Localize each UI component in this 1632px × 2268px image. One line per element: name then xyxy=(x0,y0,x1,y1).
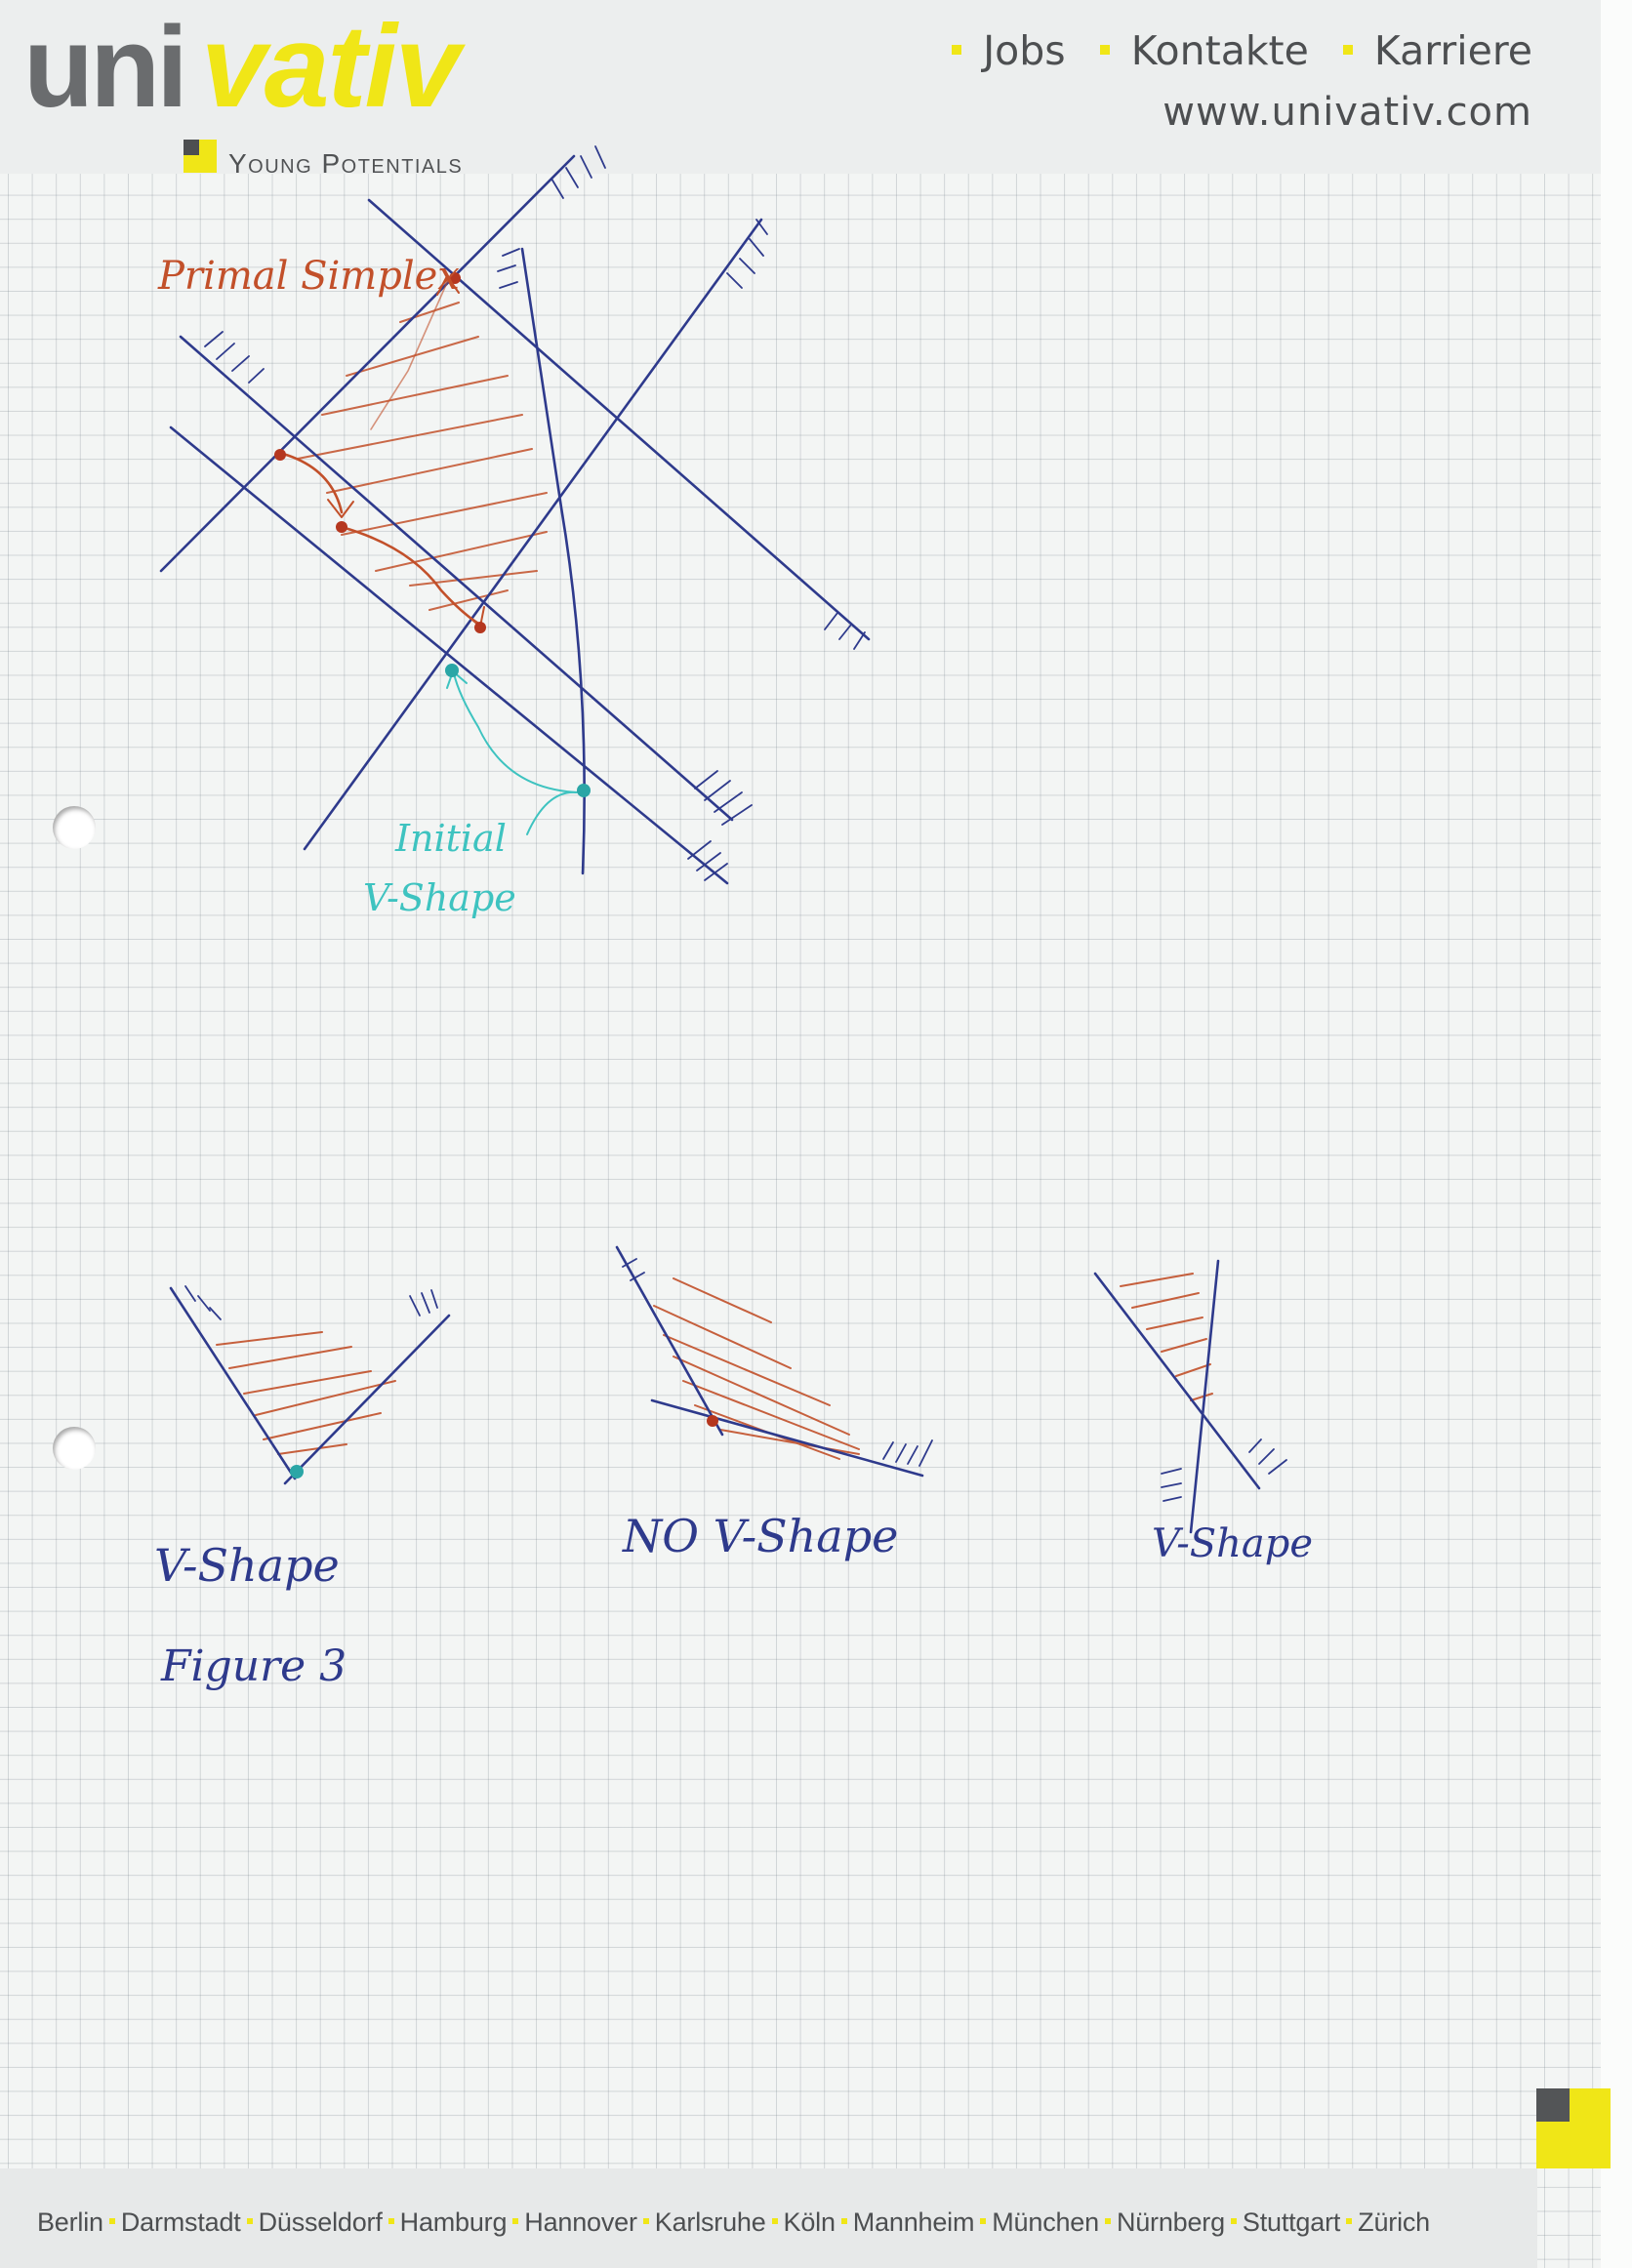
bullet-dot-icon xyxy=(246,2218,253,2225)
bullet-dot-icon xyxy=(642,2218,649,2225)
v-shape-left-hatching xyxy=(216,1331,396,1455)
logo-text-vativ: vativ xyxy=(201,1,461,132)
bullet-dot-icon xyxy=(1346,2218,1353,2225)
v-shape-right-hatch-marks xyxy=(1161,1438,1287,1502)
header-nav: Jobs Kontakte Karriere xyxy=(930,27,1532,74)
bullet-dot-icon xyxy=(108,2218,115,2225)
city-list: Berlin Darmstadt Düsseldorf Hamburg Hannover… xyxy=(37,2207,1430,2238)
bullet-dot-icon xyxy=(980,2218,987,2225)
no-v-shape-lines xyxy=(615,1245,924,1478)
v-shape-left-hatch-marks xyxy=(184,1285,438,1320)
label-figure: Figure 3 xyxy=(160,1641,347,1691)
label-primal-simplex: Primal Simplex xyxy=(157,254,460,299)
constraint-hatch-marks xyxy=(204,145,866,881)
city-item: Köln xyxy=(783,2207,836,2237)
label-v-shape-left: V-Shape xyxy=(154,1539,340,1592)
letterhead-footer xyxy=(0,2168,1537,2268)
feasible-region-hatching xyxy=(297,302,548,611)
label-initial-line2: V-Shape xyxy=(363,876,516,919)
city-item: Darmstadt xyxy=(120,2207,241,2237)
city-item: Düsseldorf xyxy=(258,2207,383,2237)
city-item: Karlsruhe xyxy=(654,2207,766,2237)
letterhead: uni vativ Young Potentials Jobs Kontakte… xyxy=(0,0,1601,179)
bullet-dot-icon xyxy=(512,2218,519,2225)
city-item: Nürnberg xyxy=(1116,2207,1225,2237)
logo-text-uni: uni xyxy=(23,3,188,132)
initial-v-vertices xyxy=(445,664,591,797)
no-v-shape-vertex xyxy=(707,1415,718,1427)
bullet-square-icon xyxy=(1342,45,1353,55)
v-shape-right-hatching xyxy=(1120,1273,1213,1401)
bullet-dot-icon xyxy=(840,2218,847,2225)
v-shape-left-vertex xyxy=(290,1465,304,1478)
city-item: München xyxy=(992,2207,1099,2237)
city-item: Zürich xyxy=(1358,2207,1430,2237)
handwritten-labels: Primal Simplex Initial V-Shape V-Shape N… xyxy=(154,254,1313,1691)
simplex-vertices xyxy=(274,272,486,633)
city-item: Berlin xyxy=(37,2207,103,2237)
logo-tagline-text: Young Potentials xyxy=(228,148,464,179)
nav-link-karriere[interactable]: Karriere xyxy=(1373,27,1532,74)
constraint-lines xyxy=(159,154,871,885)
v-shape-left-lines xyxy=(169,1286,451,1485)
punch-hole xyxy=(53,1427,96,1470)
city-item: Mannheim xyxy=(852,2207,975,2237)
bullet-dot-icon xyxy=(1104,2218,1111,2225)
initial-v-shape-arrows xyxy=(446,670,582,835)
logo-square-dark-icon xyxy=(184,140,199,155)
corner-logo-square-dark-icon xyxy=(1536,2088,1570,2122)
bullet-square-icon xyxy=(952,45,962,55)
label-no-v-shape: NO V-Shape xyxy=(622,1510,898,1562)
label-initial-line1: Initial xyxy=(394,817,507,860)
punch-hole xyxy=(53,806,96,849)
nav-link-kontakte[interactable]: Kontakte xyxy=(1130,27,1309,74)
simplex-path xyxy=(281,275,485,628)
city-item: Hannover xyxy=(524,2207,637,2237)
no-v-shape-hatching xyxy=(653,1277,860,1460)
v-shape-right-lines xyxy=(1093,1259,1261,1534)
city-item: Stuttgart xyxy=(1242,2207,1341,2237)
paper-edge xyxy=(1601,0,1632,2268)
bullet-dot-icon xyxy=(388,2218,394,2225)
website-url[interactable]: www.univativ.com xyxy=(1163,90,1532,135)
logo-tagline: Young Potentials xyxy=(228,148,463,180)
label-v-shape-right: V-Shape xyxy=(1152,1521,1313,1566)
bullet-square-icon xyxy=(1099,45,1110,55)
city-item: Hamburg xyxy=(399,2207,508,2237)
nav-link-jobs[interactable]: Jobs xyxy=(983,27,1066,74)
bullet-dot-icon xyxy=(1230,2218,1237,2225)
bullet-dot-icon xyxy=(771,2218,778,2225)
no-v-shape-hatch-marks xyxy=(622,1258,933,1467)
